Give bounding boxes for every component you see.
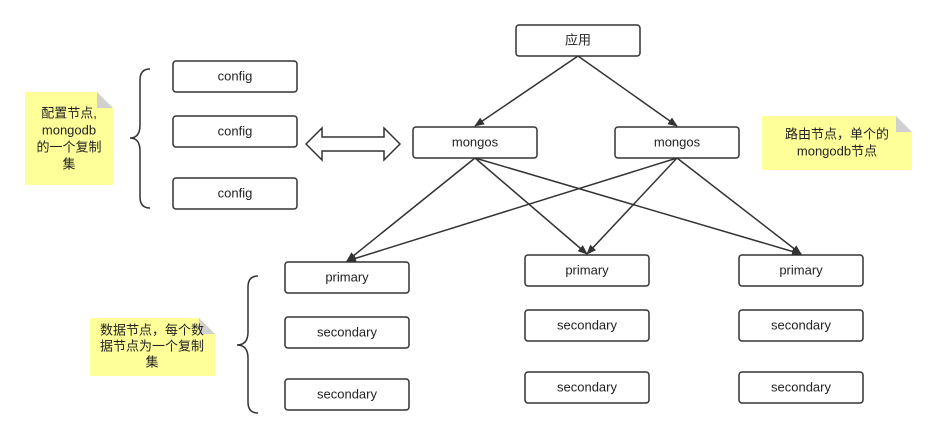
- config-label: config: [218, 123, 253, 138]
- edge-app-mongos-2: [577, 55, 678, 127]
- primary-label: primary: [325, 269, 369, 284]
- edges: [346, 55, 802, 263]
- shard-primary-node[interactable]: primary: [524, 254, 650, 287]
- mongos-node[interactable]: mongos: [412, 126, 538, 159]
- edge-mongos2-primary2: [586, 157, 678, 255]
- config-note: 配置节点, mongodb 的一个复制 集: [25, 92, 113, 185]
- shard-secondary-node[interactable]: secondary: [738, 371, 864, 404]
- primary-label: primary: [565, 262, 609, 277]
- edge-mongos1-primary1: [346, 157, 476, 262]
- secondary-label: secondary: [317, 324, 377, 339]
- edge-app-mongos-1: [474, 55, 579, 127]
- note-line: 配置节点,: [41, 105, 97, 120]
- data-brace: [236, 275, 259, 414]
- edge-mongos1-primary2: [474, 157, 588, 255]
- shard-secondary-node[interactable]: secondary: [524, 371, 650, 404]
- shard-primary-node[interactable]: primary: [284, 261, 410, 294]
- config-node[interactable]: config: [172, 177, 298, 210]
- config-node[interactable]: config: [172, 115, 298, 148]
- secondary-label: secondary: [557, 379, 617, 394]
- edge-mongos1-primary3: [474, 157, 802, 256]
- secondary-label: secondary: [771, 379, 831, 394]
- secondary-label: secondary: [557, 317, 617, 332]
- note-line: 数据节点，每个数: [100, 322, 204, 337]
- note-line: 集: [145, 354, 158, 369]
- note-line: mongodb: [42, 122, 96, 137]
- mongos-label: mongos: [452, 134, 499, 149]
- config-label: config: [218, 185, 253, 200]
- note-line: 集: [62, 156, 75, 171]
- shard-secondary-node[interactable]: secondary: [284, 316, 410, 349]
- app-label: 应用: [565, 32, 591, 47]
- config-node[interactable]: config: [172, 60, 298, 93]
- shard-secondary-node[interactable]: secondary: [738, 309, 864, 342]
- config-brace: [129, 68, 151, 209]
- secondary-label: secondary: [317, 386, 377, 401]
- edge-mongos2-primary1: [346, 157, 678, 263]
- shard-secondary-node[interactable]: secondary: [284, 378, 410, 411]
- note-line: 路由节点，单个的: [785, 126, 889, 141]
- data-note: 数据节点，每个数 据节点为一个复制 集: [90, 318, 215, 376]
- mongos-label: mongos: [654, 134, 701, 149]
- secondary-label: secondary: [771, 317, 831, 332]
- note-line: 据节点为一个复制: [100, 338, 204, 353]
- note-line: 的一个复制: [36, 139, 101, 154]
- primary-label: primary: [779, 262, 823, 277]
- mongos-node[interactable]: mongos: [614, 126, 740, 159]
- router-note: 路由节点，单个的 mongodb节点: [762, 116, 912, 170]
- shard-secondary-node[interactable]: secondary: [524, 309, 650, 342]
- shard-primary-node[interactable]: primary: [738, 254, 864, 287]
- app-node[interactable]: 应用: [515, 24, 641, 57]
- config-label: config: [218, 68, 253, 83]
- edge-mongos2-primary3: [676, 157, 802, 255]
- double-arrow-icon: [304, 126, 402, 162]
- note-line: mongodb节点: [797, 143, 877, 158]
